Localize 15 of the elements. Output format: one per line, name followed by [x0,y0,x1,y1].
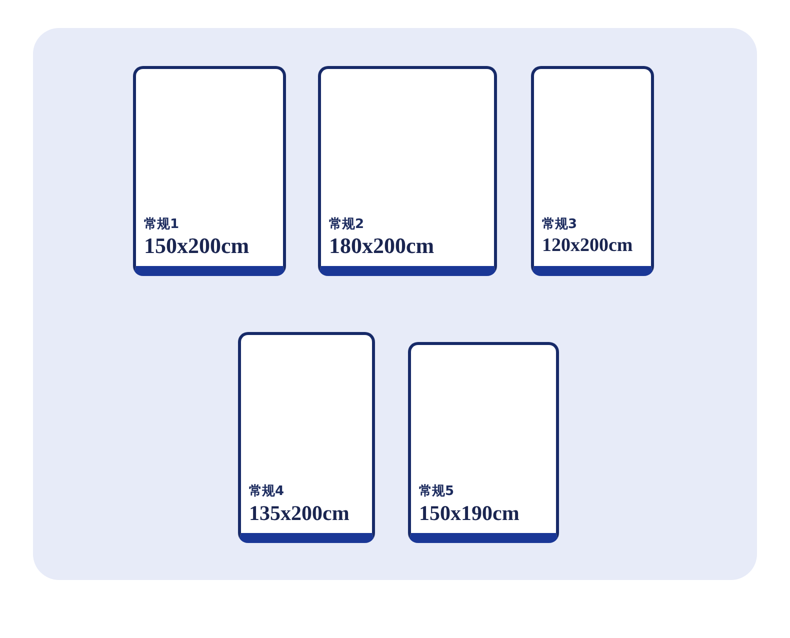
size-dimension: 135x200cm [249,502,350,524]
size-card [318,66,497,276]
size-label: 常规5 [419,484,454,500]
size-card [133,66,286,276]
size-dimension: 150x190cm [419,502,520,524]
size-dimension: 180x200cm [329,235,434,257]
size-label: 常规2 [329,217,364,233]
size-card [408,342,559,543]
size-label: 常规1 [144,217,180,233]
size-dimension: 150x200cm [144,235,250,257]
size-label: 常规3 [542,217,578,233]
size-card [238,332,375,543]
size-dimension: 120x200cm [542,235,633,257]
size-card [531,66,654,276]
size-label: 常规4 [249,484,284,500]
